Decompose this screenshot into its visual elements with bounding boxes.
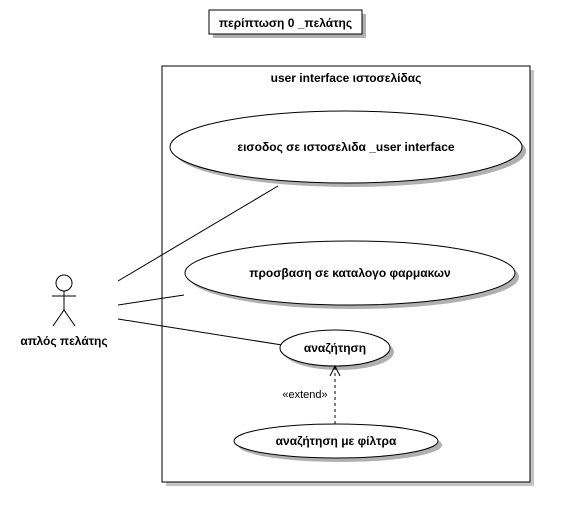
use-case-login[interactable]: εισοδος σε ιστοσελιδα _user interface	[169, 110, 526, 187]
use-case-catalog[interactable]: προσβαση σε καταλογο φαρμακων	[184, 240, 519, 309]
system-boundary-label: user interface ιστοσελίδας	[271, 71, 422, 85]
extend-arrowhead-icon	[329, 364, 341, 377]
use-case-catalog-label: προσβαση σε καταλογο φαρμακων	[249, 266, 451, 280]
association-catalog	[117, 294, 185, 306]
use-case-search-filters-label: αναζήτηση με φίλτρα	[276, 434, 397, 448]
actor-label: απλός πελάτης	[20, 334, 107, 348]
associations	[117, 185, 283, 346]
extend-label: «extend»	[282, 389, 327, 401]
actor-stick-figure-icon	[52, 274, 76, 327]
use-case-login-label: εισοδος σε ιστοσελιδα _user interface	[237, 140, 454, 154]
use-case-search-filters[interactable]: αναζήτηση με φίλτρα	[233, 423, 442, 462]
association-login	[117, 185, 279, 282]
use-case-search[interactable]: αναζήτηση	[279, 329, 394, 370]
use-case-search-label: αναζήτηση	[304, 341, 366, 355]
diagram-title: περίπτωση 0 _πελάτης	[219, 16, 352, 30]
actor[interactable]: απλός πελάτης	[20, 274, 108, 348]
extend-relation: «extend»	[282, 364, 341, 424]
diagram-title-box: περίπτωση 0 _πελάτης	[208, 9, 366, 38]
association-search	[117, 318, 283, 346]
